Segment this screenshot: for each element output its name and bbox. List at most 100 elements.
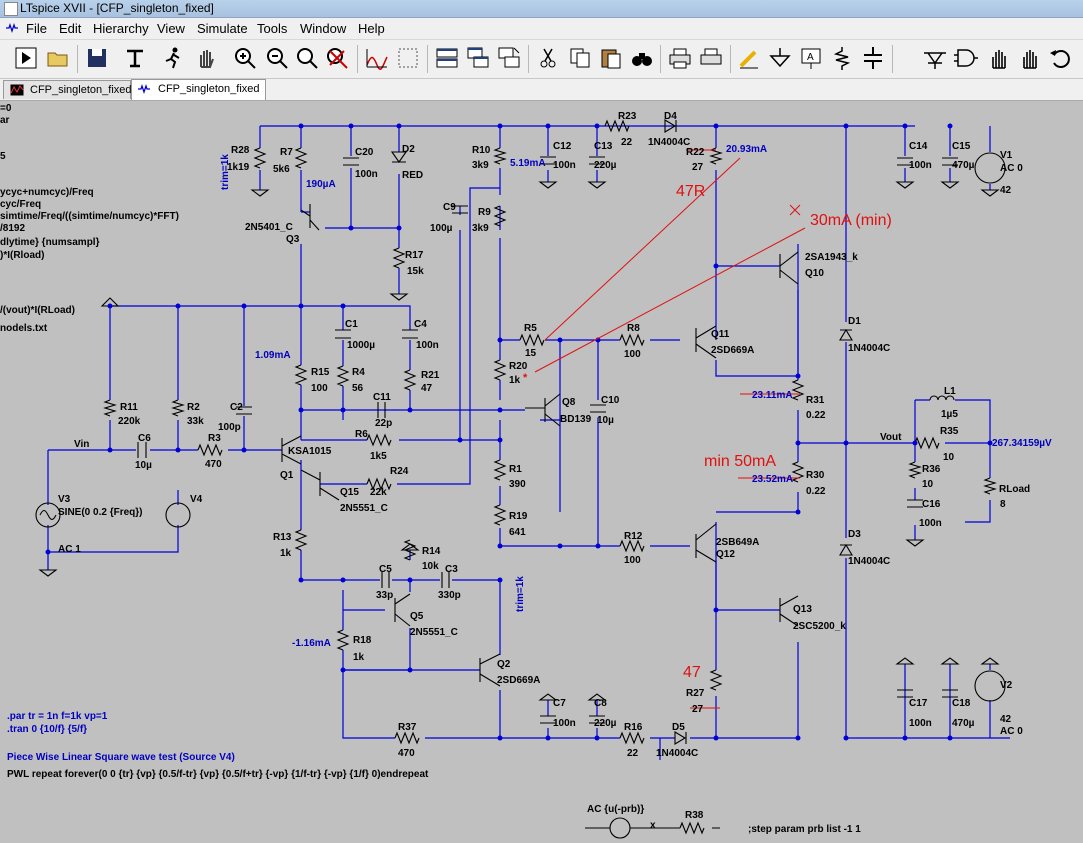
voltage-source-v2 — [974, 670, 1006, 702]
print-setup-icon[interactable] — [698, 45, 724, 71]
directive-step[interactable]: ;step param prb list -1 1 — [748, 824, 861, 835]
component-symbols[interactable] — [35, 119, 1006, 839]
resistor-r4 — [336, 365, 350, 387]
print-icon[interactable] — [667, 45, 693, 71]
window-title: LTspice XVII - [CFP_singleton_fixed] — [20, 1, 214, 15]
zoom-in-icon[interactable] — [232, 45, 258, 71]
pwl-source-value[interactable]: PWL repeat forever(0 0 {tr} {vp} {0.5/f-… — [7, 769, 429, 780]
menu-file[interactable]: File — [26, 21, 47, 36]
label-r17-name: R17 — [405, 250, 424, 261]
label-r3-name: R3 — [208, 433, 221, 444]
undo-icon[interactable] — [1047, 45, 1073, 71]
menu-window[interactable]: Window — [300, 21, 347, 36]
capacitor-icon[interactable] — [860, 45, 886, 71]
label-c6-name: C6 — [138, 433, 151, 444]
resistor-r9 — [493, 205, 507, 227]
trim-label-r19: trim=1k — [515, 576, 526, 612]
menu-hierarchy[interactable]: Hierarchy — [93, 21, 149, 36]
label-r23-name: R23 — [618, 111, 637, 122]
label-c11-value: 22p — [375, 418, 392, 429]
label-r21-value: 47 — [421, 383, 433, 394]
schematic-drawing[interactable]: =0 ar 5 ycyc+numcyc)/Freq cyc/Freq simti… — [0, 101, 1083, 843]
run-icon[interactable] — [13, 45, 39, 71]
move-icon[interactable] — [985, 45, 1011, 71]
menu-bar: File Edit Hierarchy View Simulate Tools … — [0, 18, 1083, 40]
ground-icon[interactable] — [767, 45, 793, 71]
cascade-icon[interactable] — [496, 45, 522, 71]
tile-vertical-icon[interactable] — [465, 45, 491, 71]
menu-tools[interactable]: Tools — [257, 21, 288, 36]
control-panel-icon[interactable] — [122, 45, 148, 71]
menu-edit[interactable]: Edit — [59, 21, 82, 36]
label-q8-name: Q8 — [562, 397, 576, 408]
zoom-out-icon[interactable] — [264, 45, 290, 71]
find-icon[interactable] — [629, 45, 655, 71]
ground-c14 — [895, 181, 915, 189]
label-c5-name: C5 — [379, 564, 392, 575]
net-label-vout[interactable]: Vout — [880, 432, 902, 443]
zoom-fit-icon[interactable] — [294, 45, 320, 71]
label-q12-value: 2SB649A — [716, 537, 759, 548]
label-rload-name: RLoad — [999, 484, 1030, 495]
label-c3-value: 330p — [438, 590, 461, 601]
left-line-0: =0 — [0, 103, 12, 114]
menu-simulate[interactable]: Simulate — [197, 21, 248, 36]
label-r5-name: R5 — [524, 323, 537, 334]
open-icon[interactable] — [45, 45, 71, 71]
draw-wire-icon[interactable] — [736, 45, 762, 71]
halt-icon[interactable] — [161, 45, 187, 71]
svg-text:A: A — [807, 52, 814, 63]
label-r11-value: 220k — [118, 416, 141, 427]
tab-plot-window[interactable]: CFP_singleton_fixed — [3, 80, 132, 99]
drag-icon[interactable] — [1016, 45, 1042, 71]
schematic-canvas[interactable]: =0 ar 5 ycyc+numcyc)/Freq cyc/Freq simti… — [0, 101, 1083, 843]
label-c14-name: C14 — [909, 141, 928, 152]
menu-help[interactable]: Help — [358, 21, 385, 36]
copy-icon[interactable] — [567, 45, 593, 71]
tile-horizontal-icon[interactable] — [434, 45, 460, 71]
wires[interactable] — [47, 125, 1010, 760]
menu-view[interactable]: View — [157, 21, 185, 36]
resistor-icon[interactable] — [829, 45, 855, 71]
label-r13-name: R13 — [273, 532, 292, 543]
capacitor-c14 — [897, 157, 913, 166]
directive-tran[interactable]: .tran 0 {10/f} {5/f} — [7, 724, 87, 735]
label-d5-name: D5 — [672, 722, 685, 733]
label-c17-name: C17 — [909, 698, 928, 709]
ground-c8 — [587, 693, 607, 701]
label-r24-value: 22k — [370, 487, 387, 498]
label-c7-name: C7 — [553, 698, 566, 709]
label-r35-value: 10 — [943, 452, 955, 463]
label-v2-value: 42 — [1000, 714, 1012, 725]
label-net-icon[interactable]: A — [798, 45, 824, 71]
label-r24-name: R24 — [390, 466, 409, 477]
resistor-r35 — [914, 436, 940, 450]
label-q5-name: Q5 — [410, 611, 424, 622]
ground-c16 — [905, 539, 925, 547]
directive-param[interactable]: .par tr = 1n f=1k vp=1 — [7, 711, 108, 722]
schematic-doc-icon[interactable] — [5, 21, 19, 35]
diode-icon[interactable] — [922, 45, 948, 71]
label-d2-name: D2 — [402, 144, 415, 155]
label-c4-value: 100n — [416, 340, 439, 351]
label-c5-value: 33p — [376, 590, 393, 601]
show-grid-icon[interactable] — [395, 45, 421, 71]
save-icon[interactable] — [84, 45, 110, 71]
ltspice-app-icon[interactable] — [4, 2, 18, 16]
paste-icon[interactable] — [598, 45, 624, 71]
zoom-cancel-icon[interactable] — [324, 45, 350, 71]
label-r4-name: R4 — [352, 367, 365, 378]
document-tabs: CFP_singleton_fixed CFP_singleton_fixed — [0, 79, 1083, 101]
label-c9-name: C9 — [443, 202, 456, 213]
autorange-icon[interactable] — [364, 45, 390, 71]
tab-schematic[interactable]: CFP_singleton_fixed — [131, 79, 266, 100]
cut-icon[interactable] — [535, 45, 561, 71]
title-bar: LTspice XVII - [CFP_singleton_fixed] — [0, 0, 1083, 18]
left-line-3: ycyc+numcyc)/Freq — [0, 187, 94, 198]
component-icon[interactable] — [953, 45, 979, 71]
pan-icon[interactable] — [193, 45, 219, 71]
comment-pwl-title[interactable]: Piece Wise Linear Square wave test (Sour… — [7, 752, 235, 763]
net-label-vin[interactable]: Vin — [74, 439, 89, 450]
label-q3-name: Q3 — [286, 234, 300, 245]
label-r28-value: 1k19 — [227, 162, 250, 173]
